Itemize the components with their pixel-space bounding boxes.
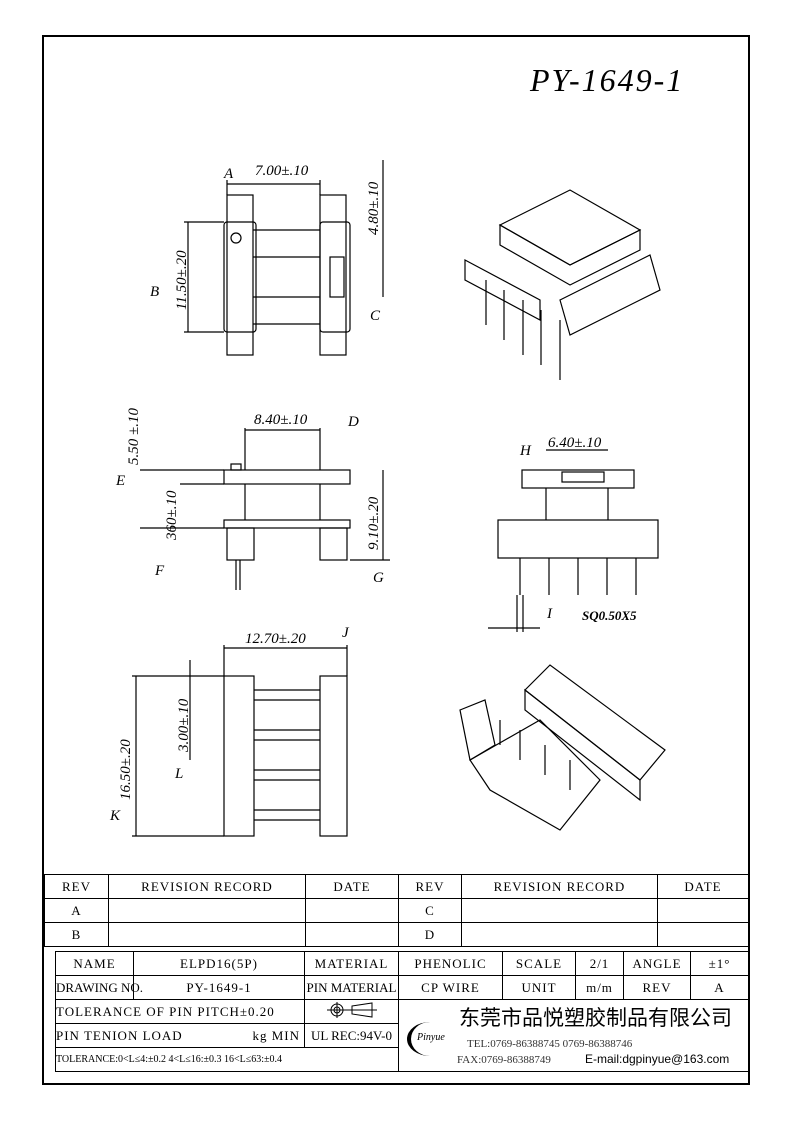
header-date: DATE: [657, 874, 749, 899]
company-email: E-mail:dgpinyue@163.com: [585, 1052, 730, 1066]
scale-label: SCALE: [502, 951, 576, 976]
dim-e: 5.50 ±.10: [126, 408, 142, 465]
label-j: J: [342, 625, 350, 641]
table-header-row: REV REVISION RECORD DATE REV REVISION RE…: [44, 874, 749, 899]
drawing-no-label: DRAWING NO.: [55, 975, 143, 1000]
company-fax: FAX:0769-86388749: [457, 1054, 551, 1066]
pin-load-label: PIN TENION LOAD: [56, 1027, 183, 1043]
general-tolerance: TOLERANCE:0<L≤4:±0.2 4<L≤16:±0.3 16<L≤63…: [55, 1047, 399, 1072]
header-revision-record: REVISION RECORD: [461, 874, 658, 899]
label-d: D: [347, 414, 359, 430]
drawing-no-value: PY-1649-1: [133, 975, 305, 1000]
label-a: A: [223, 166, 234, 182]
unit-value: m/m: [575, 975, 624, 1000]
dim-c: 4.80±.10: [366, 181, 382, 235]
unit-label: UNIT: [502, 975, 576, 1000]
header-revision-record: REVISION RECORD: [108, 874, 306, 899]
record-cell: [108, 922, 306, 947]
date-cell: [305, 922, 399, 947]
record-cell: [461, 898, 658, 923]
table-row: A C: [44, 898, 749, 923]
record-cell: [461, 922, 658, 947]
pin-pitch-tolerance: TOLERANCE OF PIN PITCH±0.20: [55, 999, 305, 1024]
isometric-view-bottom: [459, 664, 666, 831]
dim-h: 6.40±.10: [548, 435, 602, 451]
dim-i: SQ0.50X5: [582, 608, 637, 623]
material-value: PHENOLIC: [398, 951, 503, 976]
technical-views: A 7.00±.10 B 11.50±.20 4.80±.10 C 8.40±.…: [109, 160, 666, 837]
drawing-title: PY-1649-1: [530, 62, 685, 98]
dim-d: 8.40±.10: [254, 412, 308, 428]
label-g: G: [373, 570, 384, 586]
rev-cell: C: [398, 898, 462, 923]
company-block: Pinyue 东莞市品悦塑胶制品有限公司 TEL:0769-86388745 0…: [398, 999, 749, 1072]
company-name: 东莞市品悦塑胶制品有限公司: [459, 1006, 732, 1030]
pin-material-value: CP WIRE: [398, 975, 503, 1000]
header-date: DATE: [305, 874, 399, 899]
isometric-view-top: [464, 189, 661, 380]
label-f: F: [154, 563, 165, 579]
angle-value: ±1°: [690, 951, 749, 976]
dim-a: 7.00±.10: [255, 163, 309, 179]
ul-rating: UL REC:94V-0: [304, 1023, 399, 1048]
rev-label: REV: [623, 975, 691, 1000]
rev-cell: B: [44, 922, 109, 947]
first-angle-projection-icon: [326, 1001, 377, 1018]
dim-g: 9.10±.20: [366, 496, 382, 550]
label-c: C: [370, 308, 381, 324]
rev-cell: D: [398, 922, 462, 947]
dim-b: 11.50±.20: [174, 250, 190, 310]
label-l: L: [174, 766, 183, 782]
header-rev: REV: [44, 874, 109, 899]
rev-cell: A: [44, 898, 109, 923]
title-block: NAME ELPD16(5P) MATERIAL PHENOLIC SCALE …: [55, 951, 749, 1072]
angle-label: ANGLE: [623, 951, 691, 976]
name-label: NAME: [55, 951, 134, 976]
pin-load-cell: PIN TENION LOAD kg MIN: [55, 1023, 305, 1048]
pin-material-label: PIN MATERIAL: [304, 975, 399, 1000]
header-rev: REV: [398, 874, 462, 899]
label-h: H: [519, 443, 532, 459]
company-tel: TEL:0769-86388745 0769-86388746: [467, 1038, 633, 1050]
revision-table: REV REVISION RECORD DATE REV REVISION RE…: [44, 874, 749, 947]
label-k: K: [109, 808, 121, 824]
name-value: ELPD16(5P): [133, 951, 305, 976]
top-view: [184, 160, 384, 356]
dim-l: 3.00±.10: [176, 698, 192, 753]
company-logo: Pinyue: [407, 1022, 453, 1056]
date-cell: [657, 898, 749, 923]
dim-f: 360±.10: [164, 490, 180, 541]
label-b: B: [150, 284, 159, 300]
dim-k: 16.50±.20: [118, 739, 134, 800]
label-i: I: [546, 606, 553, 622]
side-view: [140, 428, 390, 590]
material-label: MATERIAL: [304, 951, 399, 976]
front-view: [488, 449, 659, 632]
record-cell: [108, 898, 306, 923]
scale-value: 2/1: [575, 951, 624, 976]
table-row: B D: [44, 922, 749, 947]
rev-value: A: [690, 975, 749, 1000]
bottom-view: [132, 645, 348, 837]
projection-symbol: [304, 999, 399, 1024]
date-cell: [305, 898, 399, 923]
dim-j: 12.70±.20: [245, 631, 306, 647]
pin-load-unit: kg MIN: [252, 1027, 300, 1043]
label-e: E: [115, 473, 125, 489]
sheet-border: [42, 35, 750, 1085]
date-cell: [657, 922, 749, 947]
